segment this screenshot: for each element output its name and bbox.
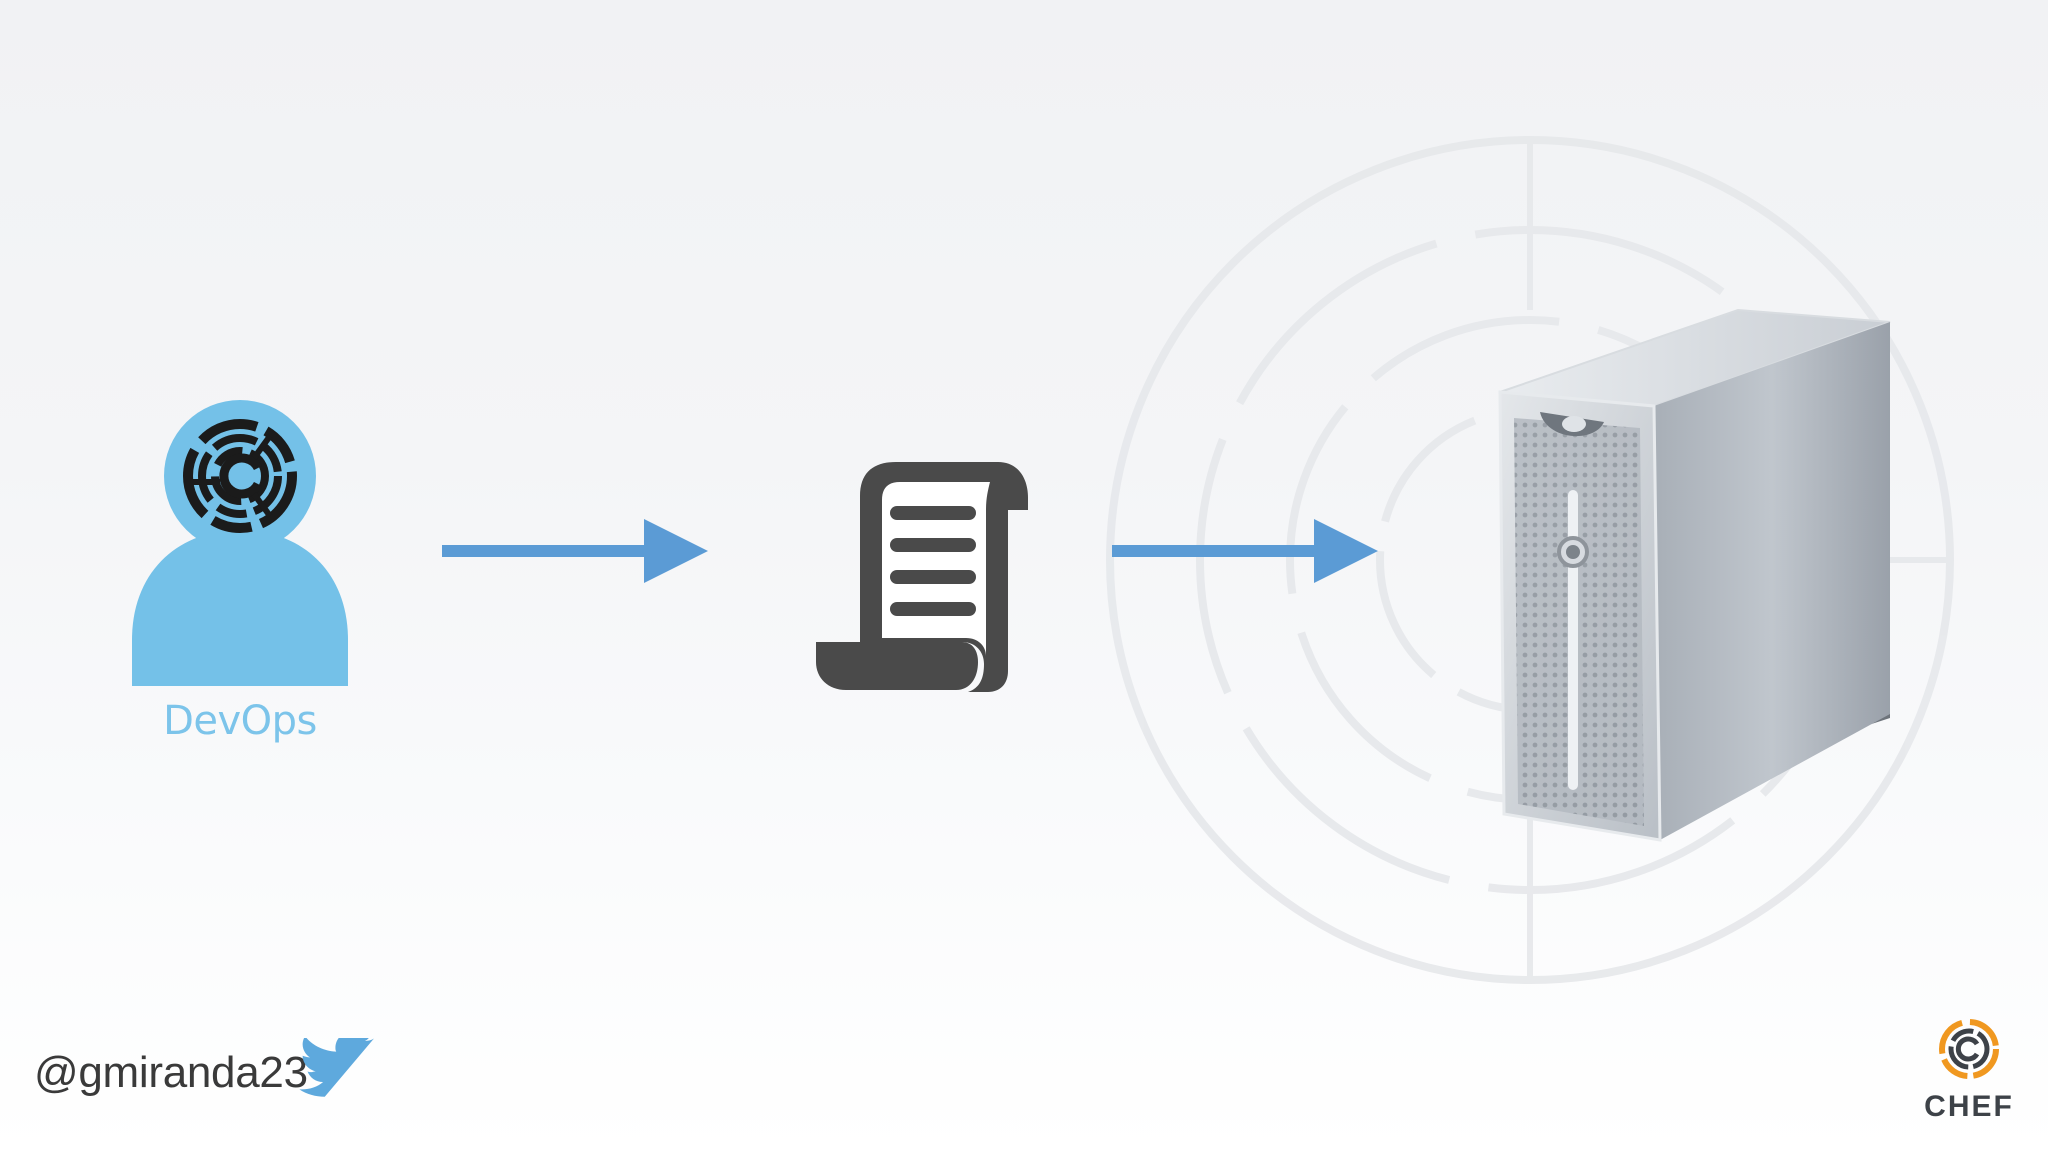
chef-logo-text: CHEF bbox=[1924, 1090, 2014, 1123]
person-with-chef-logo-icon bbox=[132, 400, 348, 686]
chef-logo-icon bbox=[1939, 1019, 1999, 1079]
twitter-bird-icon bbox=[299, 1038, 374, 1097]
server-tower-icon bbox=[1498, 308, 1891, 842]
scroll-document-icon bbox=[816, 462, 1028, 692]
twitter-handle[interactable]: @gmiranda23 bbox=[34, 1048, 308, 1097]
arrow-right-icon bbox=[1112, 519, 1378, 583]
chef-brand-logo: CHEF bbox=[1914, 1018, 2024, 1123]
devops-label: DevOps bbox=[163, 698, 317, 744]
arrow-right-icon bbox=[442, 519, 708, 583]
